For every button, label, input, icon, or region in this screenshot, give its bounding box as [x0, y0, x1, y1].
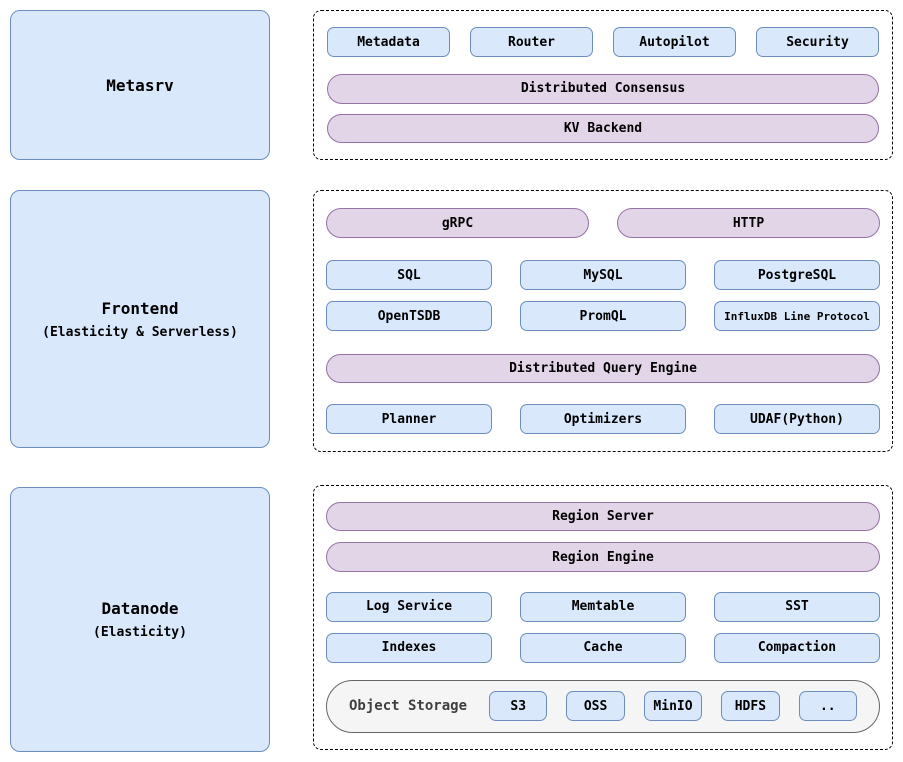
frontend-node: Frontend (Elasticity & Serverless) [10, 190, 270, 448]
metasrv-title: Metasrv [106, 75, 174, 95]
distributed-consensus-pill: Distributed Consensus [327, 74, 879, 104]
indexes-box: Indexes [326, 632, 492, 663]
postgresql-box: PostgreSQL [714, 260, 880, 290]
hdfs-box: HDFS [721, 691, 780, 722]
mysql-box: MySQL [520, 260, 686, 290]
minio-box: MinIO [643, 691, 703, 722]
region-server-pill: Region Server [326, 502, 880, 532]
memtable-box: Memtable [520, 591, 686, 622]
frontend-protocols-row-1: SQL MySQL PostgreSQL [326, 260, 880, 290]
datanode-node: Datanode (Elasticity) [10, 487, 270, 752]
frontend-protocol-pills-row: gRPC HTTP [326, 208, 880, 238]
metasrv-components-row: Metadata Router Autopilot Security [327, 27, 879, 57]
object-storage-capsule: Object Storage S3 OSS MinIO HDFS .. [326, 679, 880, 733]
datanode-storage-row-1: Log Service Memtable SST [326, 591, 880, 622]
router-box: Router [470, 27, 593, 57]
object-storage-label: Object Storage [349, 698, 468, 715]
more-backends-box: .. [798, 691, 857, 722]
region-engine-pill: Region Engine [326, 542, 880, 572]
log-service-box: Log Service [326, 591, 492, 622]
compaction-box: Compaction [714, 632, 880, 663]
frontend-protocols-row-2: OpenTSDB PromQL InfluxDB Line Protocol [326, 301, 880, 331]
http-pill: HTTP [617, 208, 880, 238]
grpc-pill: gRPC [326, 208, 589, 238]
influxdb-line-protocol-box: InfluxDB Line Protocol [714, 301, 880, 331]
sst-box: SST [714, 591, 880, 622]
security-box: Security [756, 27, 879, 57]
datanode-panel: Region Server Region Engine Log Service … [313, 485, 893, 750]
metadata-box: Metadata [327, 27, 450, 57]
frontend-title: Frontend [101, 298, 179, 318]
opentsdb-box: OpenTSDB [326, 301, 492, 331]
promql-box: PromQL [520, 301, 686, 331]
metasrv-node: Metasrv [10, 10, 270, 160]
datanode-subtitle: (Elasticity) [93, 625, 187, 640]
cache-box: Cache [520, 632, 686, 663]
s3-box: S3 [489, 691, 548, 722]
sql-box: SQL [326, 260, 492, 290]
udaf-python-box: UDAF(Python) [714, 404, 880, 434]
datanode-storage-row-2: Indexes Cache Compaction [326, 632, 880, 663]
planner-box: Planner [326, 404, 492, 434]
frontend-subtitle: (Elasticity & Serverless) [42, 324, 238, 340]
autopilot-box: Autopilot [613, 27, 736, 57]
frontend-engine-components-row: Planner Optimizers UDAF(Python) [326, 404, 880, 434]
frontend-panel: gRPC HTTP SQL MySQL PostgreSQL OpenTSDB … [313, 190, 893, 452]
optimizers-box: Optimizers [520, 404, 686, 434]
distributed-query-engine-pill: Distributed Query Engine [326, 354, 880, 383]
metasrv-panel: Metadata Router Autopilot Security Distr… [313, 10, 893, 160]
oss-box: OSS [566, 691, 625, 722]
datanode-title: Datanode [101, 599, 179, 618]
kv-backend-pill: KV Backend [327, 113, 879, 143]
